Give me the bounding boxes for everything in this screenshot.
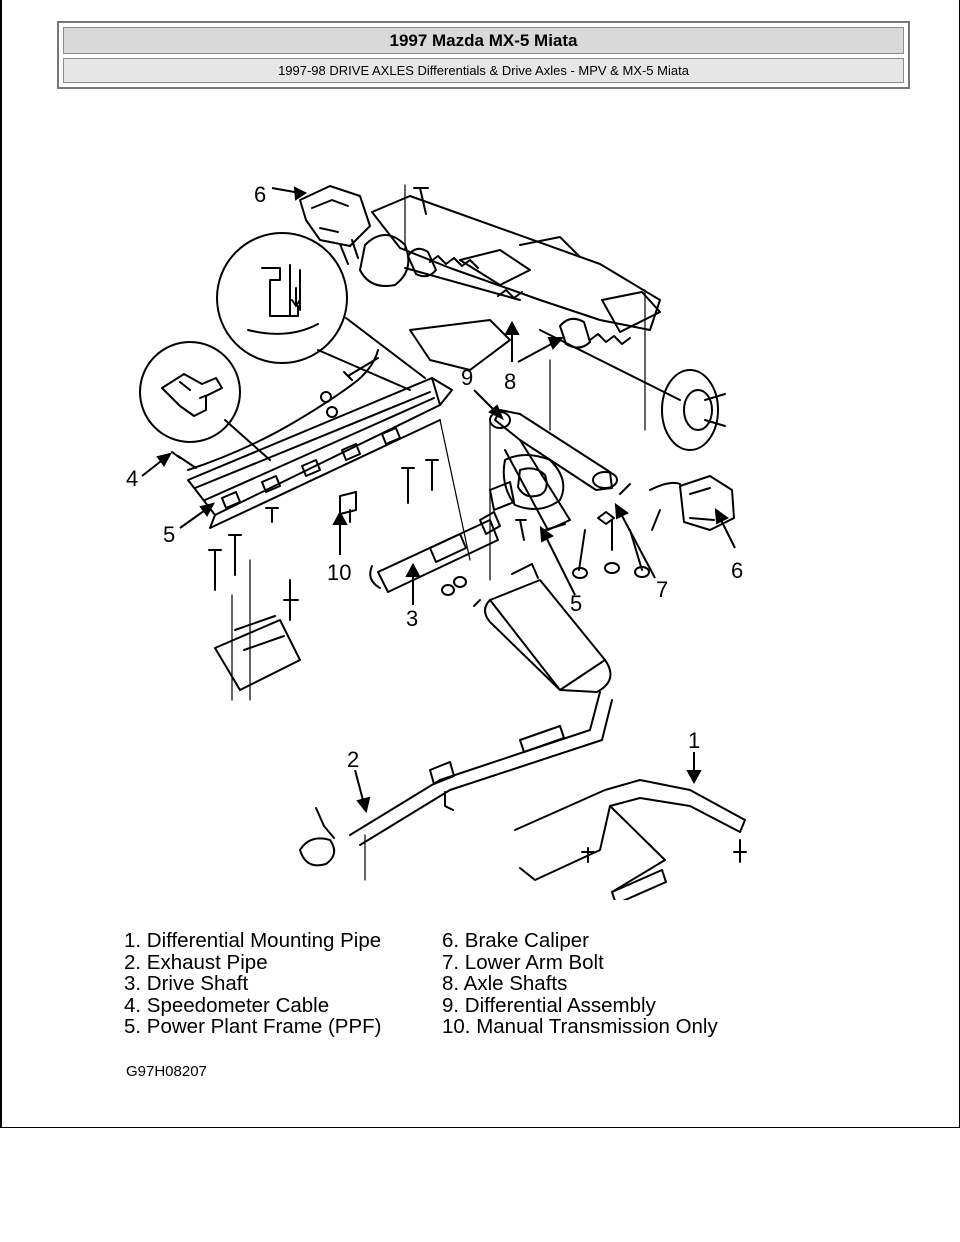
- differential-mounting-pipe: [514, 779, 747, 900]
- frame-bolts: [171, 357, 439, 591]
- callout-4: 4: [126, 466, 138, 491]
- transmission: [214, 579, 301, 691]
- document-title: 1997 Mazda MX-5 Miata: [63, 27, 904, 54]
- legend-item: 4. Speedometer Cable: [124, 993, 330, 1017]
- legend-item: 9. Differential Assembly: [442, 993, 656, 1017]
- drive-shaft: [369, 511, 501, 593]
- figure-code: G97H08207: [126, 1063, 207, 1080]
- brake-disc-right: [661, 369, 726, 451]
- clip-detail-top: [216, 232, 426, 391]
- brake-caliper-top: [299, 185, 371, 265]
- knuckle-left: [359, 187, 429, 287]
- document-subtitle: 1997-98 DRIVE AXLES Differentials & Driv…: [63, 58, 904, 83]
- callout-6-top: 6: [254, 182, 266, 207]
- legend-item: 8. Axle Shafts: [442, 972, 568, 995]
- callout-10: 10: [327, 560, 351, 585]
- exhaust-pipe: [299, 691, 613, 867]
- legend-right-column: 6. Brake Caliper 7. Lower Arm Bolt 8. Ax…: [442, 930, 718, 1038]
- callout-7: 7: [656, 577, 668, 602]
- callout-1: 1: [688, 728, 700, 753]
- differential-assembly: [489, 409, 618, 531]
- speedometer-cable: [187, 349, 379, 471]
- callout-3: 3: [406, 606, 418, 631]
- legend-item: 6. Brake Caliper: [442, 929, 589, 952]
- legend-item: 1. Differential Mounting Pipe: [124, 929, 382, 952]
- shaft-nuts: [441, 576, 467, 596]
- page-frame-left-edge: [0, 0, 2, 1128]
- brake-caliper-right: [649, 475, 735, 531]
- axle-shafts: [404, 247, 681, 401]
- callout-5-right: 5: [570, 591, 582, 616]
- callout-6-right: 6: [731, 558, 743, 583]
- legend-item: 10. Manual Transmission Only: [442, 1015, 718, 1038]
- muffler: [473, 563, 612, 693]
- legend-item: 7. Lower Arm Bolt: [442, 950, 604, 974]
- guide-lines: [231, 184, 646, 881]
- clip-detail-left: [139, 341, 271, 461]
- rear-crossmember: [371, 195, 661, 371]
- legend-item: 3. Drive Shaft: [124, 972, 249, 995]
- callout-2: 2: [347, 747, 359, 772]
- legend-item: 2. Exhaust Pipe: [124, 950, 268, 974]
- callout-5-left: 5: [163, 522, 175, 547]
- callout-8: 8: [504, 369, 516, 394]
- power-plant-frame: [187, 377, 453, 529]
- document-header: 1997 Mazda MX-5 Miata 1997-98 DRIVE AXLE…: [57, 21, 910, 89]
- legend-item: 5. Power Plant Frame (PPF): [124, 1015, 382, 1038]
- callout-9: 9: [461, 365, 473, 390]
- drive-axle-exploded-diagram: 6 4 5 10 3 9 8 5 7 6 2 1: [126, 182, 747, 900]
- legend-left-column: 1. Differential Mounting Pipe 2. Exhaust…: [124, 930, 381, 1038]
